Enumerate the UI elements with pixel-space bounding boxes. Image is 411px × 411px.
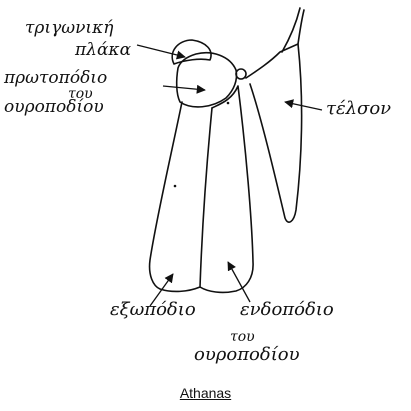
triangular-plate-label-line1: τριγωνική bbox=[25, 20, 113, 37]
telson-upper-edge-right bbox=[298, 10, 304, 44]
telson-upper-edge bbox=[282, 8, 300, 52]
endopodite-label-line2: του bbox=[230, 330, 255, 344]
telson-label: τέλσον bbox=[326, 100, 391, 118]
endopodite-label-line1: ενδοπόδιο bbox=[240, 301, 334, 319]
protopodite-arrow bbox=[163, 86, 205, 90]
endopodite-arrow bbox=[228, 262, 250, 302]
endopodite-label-line3: ουροποδίου bbox=[194, 346, 300, 364]
exopodite-label: εξωπόδιο bbox=[110, 301, 196, 319]
protopodite-label-line3: ουροποδίου bbox=[4, 99, 104, 116]
triangular-plate-label-line2: πλάκα bbox=[75, 42, 131, 59]
telson-arrow bbox=[285, 102, 322, 110]
credit-caption: Athanas bbox=[0, 385, 411, 401]
joint-knob bbox=[236, 69, 246, 79]
dot-mark bbox=[174, 185, 177, 188]
telson-outline bbox=[246, 44, 302, 222]
endopodite-outline bbox=[200, 86, 253, 292]
triangular-plate-arrow bbox=[137, 45, 185, 57]
dot-mark bbox=[227, 102, 230, 105]
protopodite-label-line1: πρωτοπόδιο bbox=[4, 70, 107, 87]
exopodite-outline bbox=[150, 102, 212, 291]
